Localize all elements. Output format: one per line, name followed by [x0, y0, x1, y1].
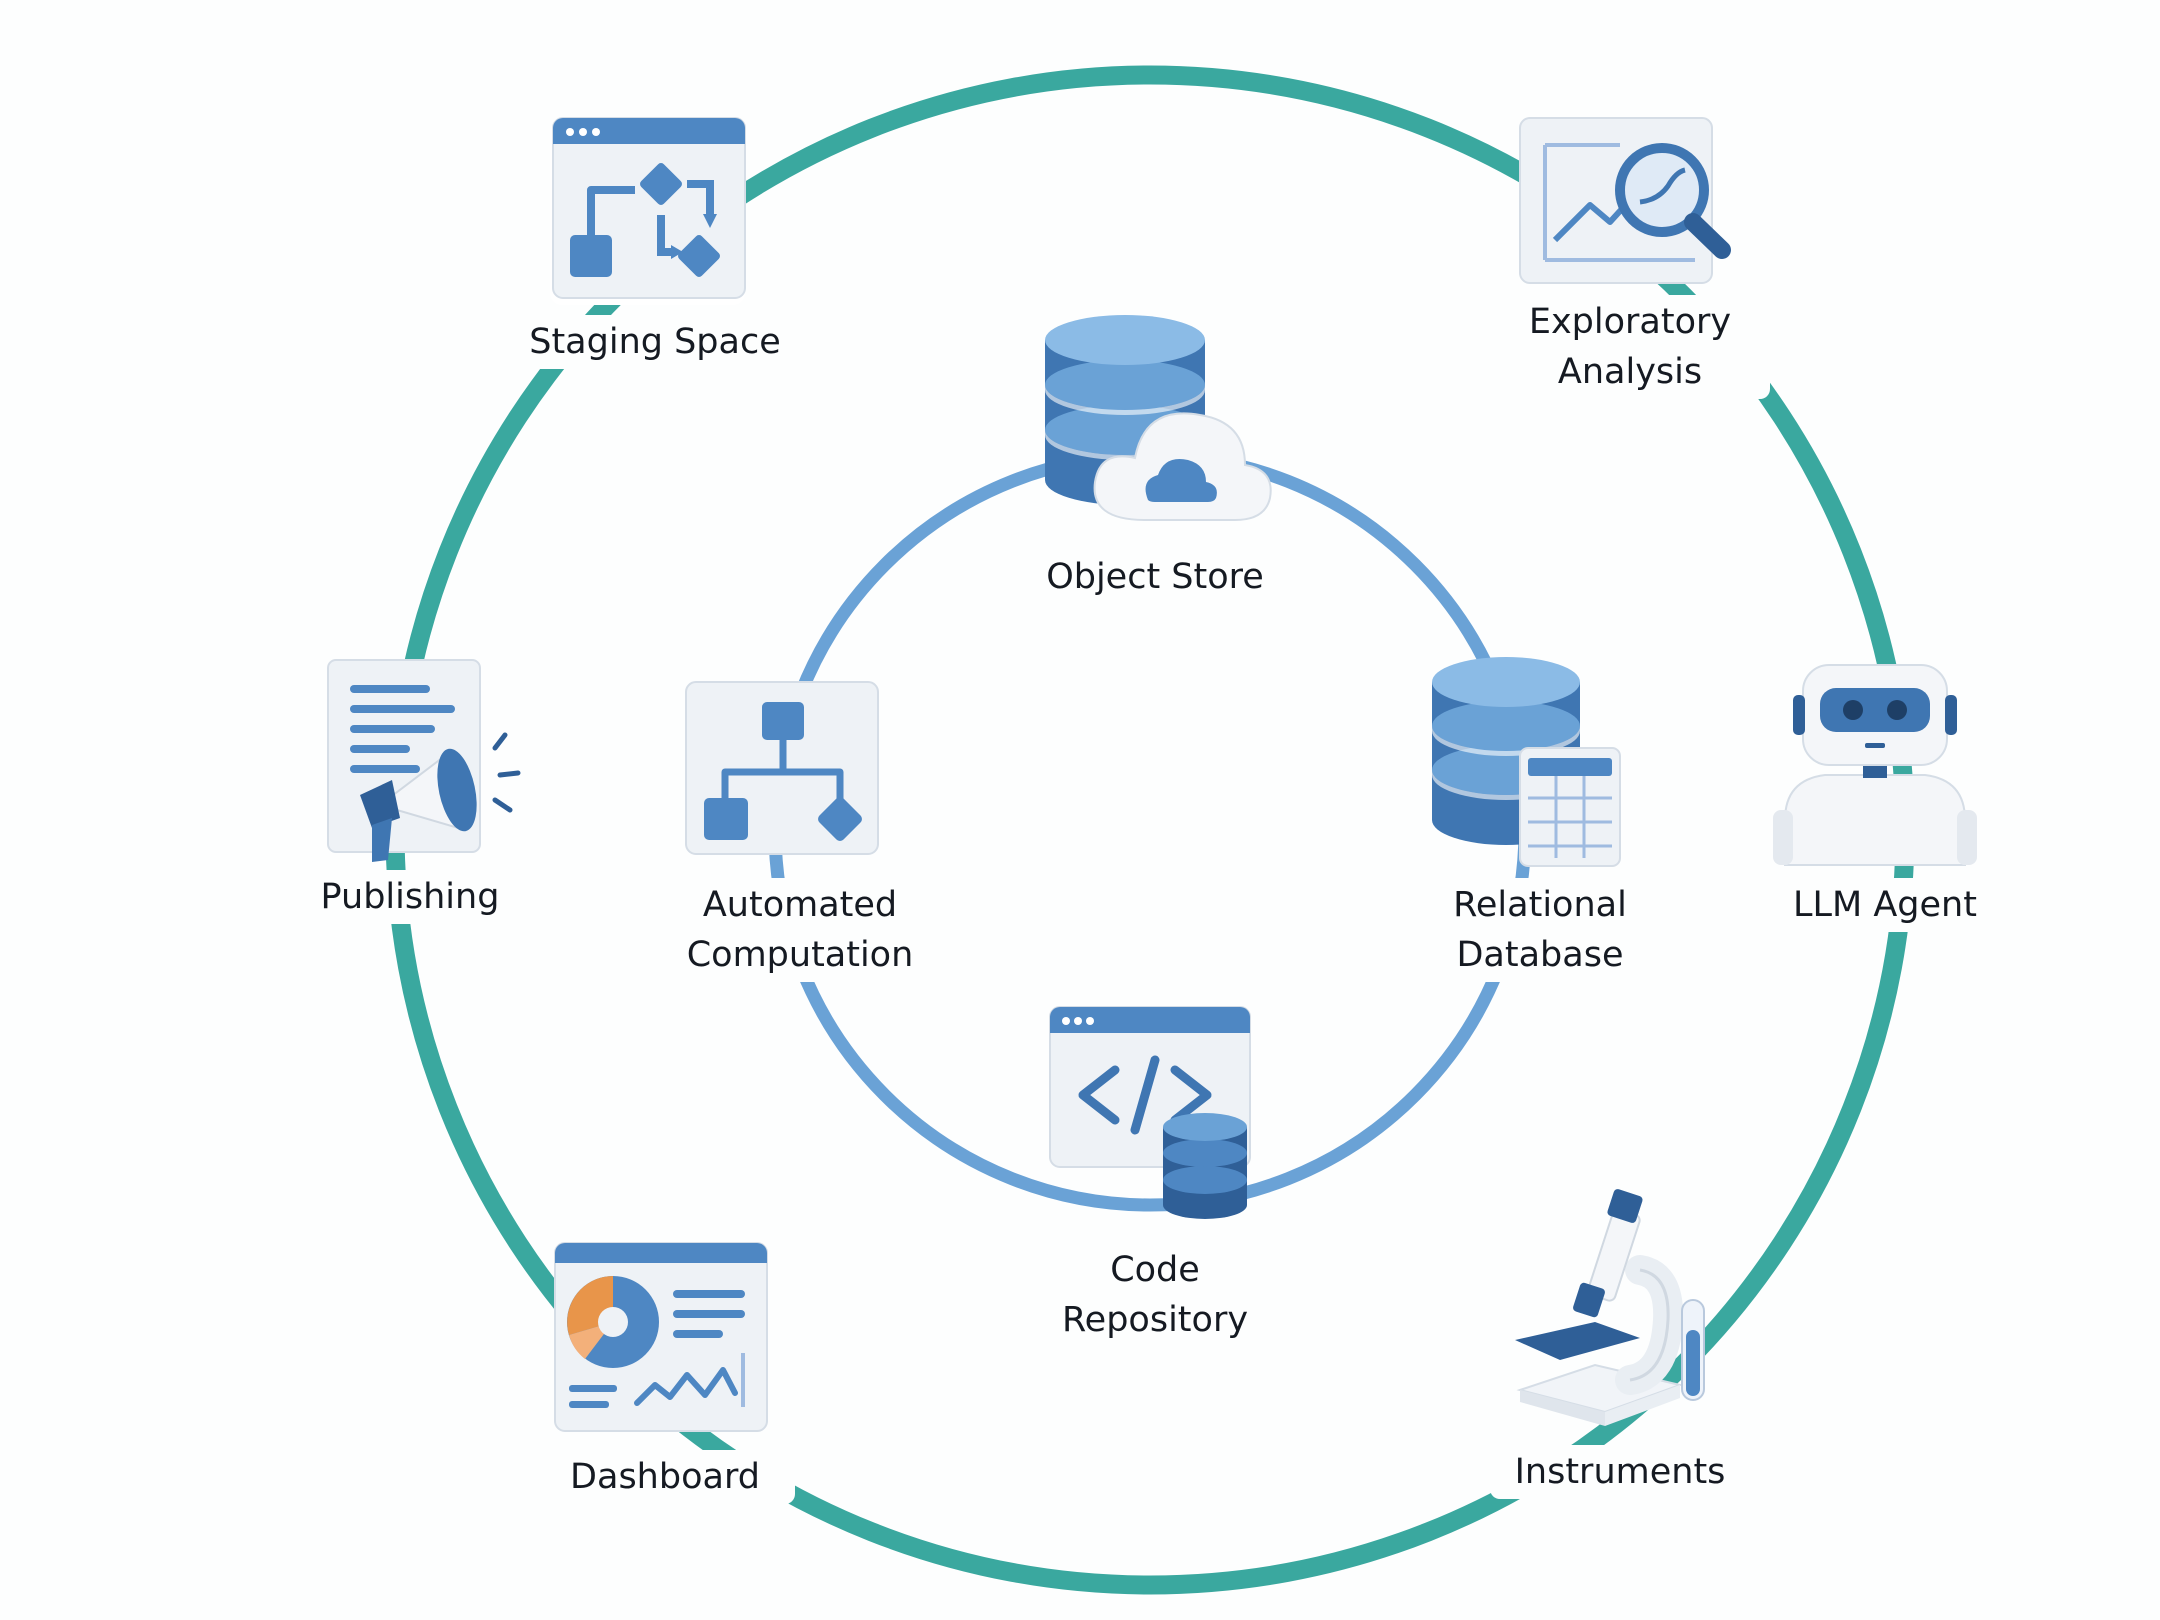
- node-dashboard: Dashboard: [535, 1235, 795, 1515]
- microscope-icon: [1515, 1189, 1705, 1426]
- workflow-window-icon: [550, 117, 746, 305]
- node-exploratory-analysis: Exploratory Analysis: [1490, 110, 1770, 410]
- node-staging-space: Staging Space: [505, 110, 805, 380]
- label-line: LLM Agent: [1793, 885, 1977, 925]
- label-line: Relational: [1453, 885, 1627, 925]
- label-instruments: Instruments: [1490, 1445, 1750, 1499]
- node-instruments: Instruments: [1490, 1189, 1750, 1510]
- node-object-store: Object Store: [1015, 310, 1295, 610]
- label-code-repository: Code Repository: [1025, 1243, 1285, 1347]
- label-line: Repository: [1061, 1300, 1249, 1340]
- node-llm-agent: LLM Agent: [1750, 660, 2020, 940]
- label-automated-computation: Automated Computation: [660, 878, 940, 982]
- label-llm-agent: LLM Agent: [1750, 878, 2020, 932]
- label-staging-space: Staging Space: [505, 315, 805, 369]
- megaphone-document-icon: [327, 659, 521, 862]
- label-line: Code: [1110, 1250, 1200, 1290]
- label-dashboard: Dashboard: [535, 1450, 795, 1504]
- label-line: Analysis: [1557, 352, 1703, 392]
- label-relational-database: Relational Database: [1410, 878, 1670, 982]
- label-line: Exploratory: [1528, 302, 1732, 342]
- label-line: Publishing: [320, 877, 500, 917]
- database-table-icon: [1432, 657, 1621, 867]
- label-line: Database: [1456, 935, 1624, 975]
- label-line: Object Store: [1046, 557, 1264, 597]
- node-code-repository: Code Repository: [1025, 1005, 1285, 1347]
- dashboard-icon: [554, 1242, 768, 1432]
- label-line: Automated: [702, 885, 898, 925]
- label-line: Dashboard: [570, 1457, 760, 1497]
- node-relational-database: Relational Database: [1410, 650, 1670, 982]
- label-line: Instruments: [1514, 1452, 1726, 1492]
- robot-icon: [1773, 664, 1977, 866]
- flowchart-icon: [685, 681, 879, 855]
- label-object-store: Object Store: [1015, 550, 1295, 604]
- node-automated-computation: Automated Computation: [660, 680, 940, 982]
- label-publishing: Publishing: [280, 870, 540, 924]
- code-window-icon: [1049, 1006, 1251, 1219]
- node-publishing: Publishing: [280, 630, 550, 930]
- database-cloud-icon: [1045, 315, 1272, 521]
- label-exploratory-analysis: Exploratory Analysis: [1490, 295, 1770, 399]
- label-line: Staging Space: [529, 322, 781, 362]
- magnifier-chart-icon: [1519, 117, 1731, 284]
- label-line: Computation: [686, 935, 914, 975]
